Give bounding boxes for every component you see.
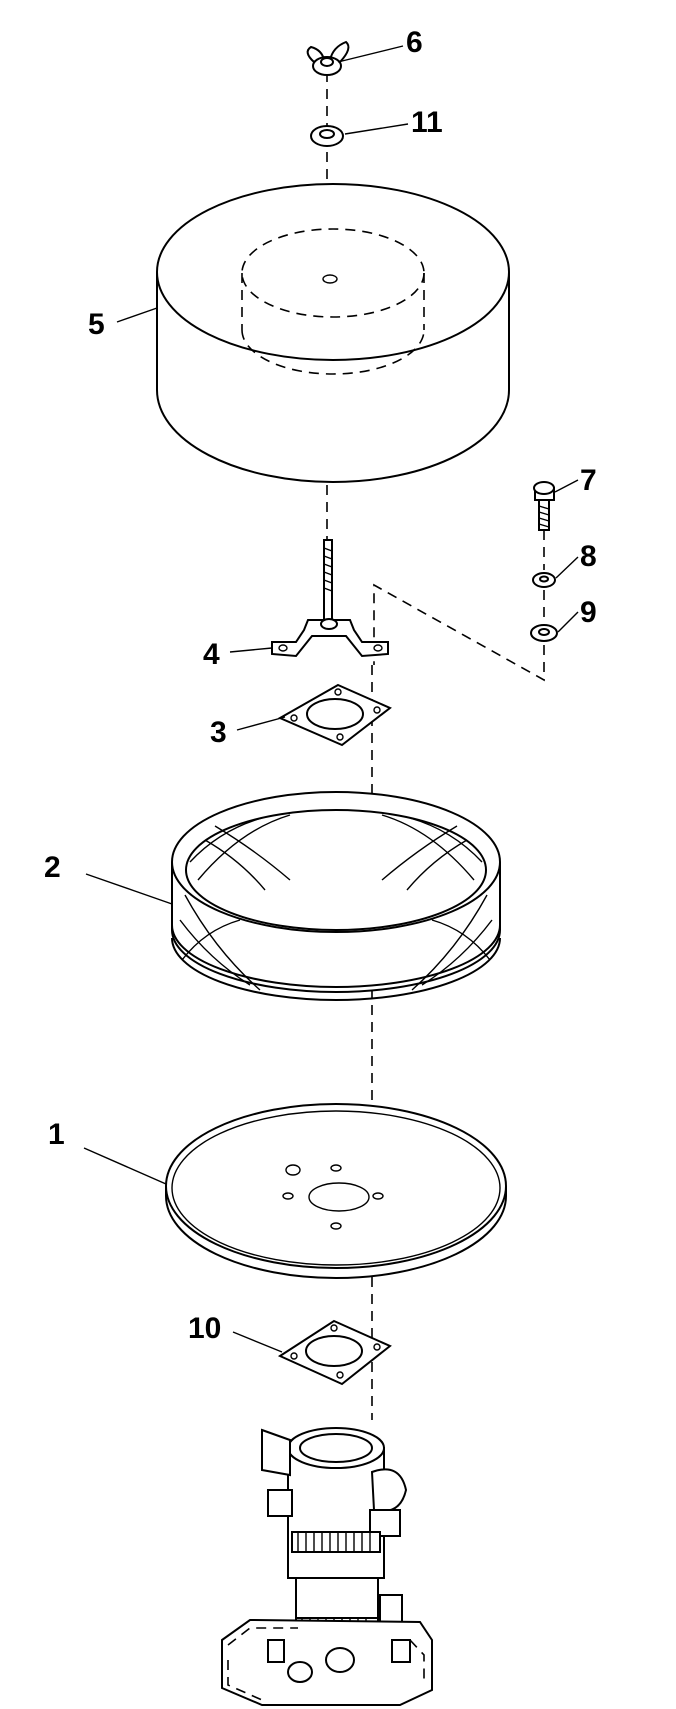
throttle-body <box>221 1427 433 1706</box>
part-1-base-plate <box>165 1103 507 1279</box>
bolt-axis <box>373 530 545 682</box>
callout-5: 5 <box>88 308 105 341</box>
part-10-gasket <box>277 1319 392 1386</box>
part-9-flat-washer <box>530 624 558 642</box>
callout-7: 7 <box>580 464 597 497</box>
part-7-bolt <box>533 481 555 531</box>
callout-9: 9 <box>580 596 597 629</box>
callout-labels: 6 11 5 7 8 9 4 3 2 1 10 <box>44 26 597 1345</box>
part-5-filter-element <box>156 183 510 483</box>
part-3-gasket <box>277 683 392 747</box>
part-11-washer <box>310 125 344 147</box>
callout-11: 11 <box>411 106 443 139</box>
leader-lines <box>83 45 579 1353</box>
callout-8: 8 <box>580 540 597 573</box>
part-8-lock-washer <box>532 572 556 588</box>
callout-6: 6 <box>406 26 423 59</box>
callout-10: 10 <box>188 1312 221 1345</box>
callout-3: 3 <box>210 716 227 749</box>
part-2-screen-ring <box>171 791 501 1001</box>
callout-1: 1 <box>48 1118 65 1151</box>
part-4-stud-bracket <box>271 539 389 658</box>
callout-2: 2 <box>44 851 61 884</box>
callout-4: 4 <box>203 638 220 671</box>
part-6-wing-nut <box>306 40 350 76</box>
